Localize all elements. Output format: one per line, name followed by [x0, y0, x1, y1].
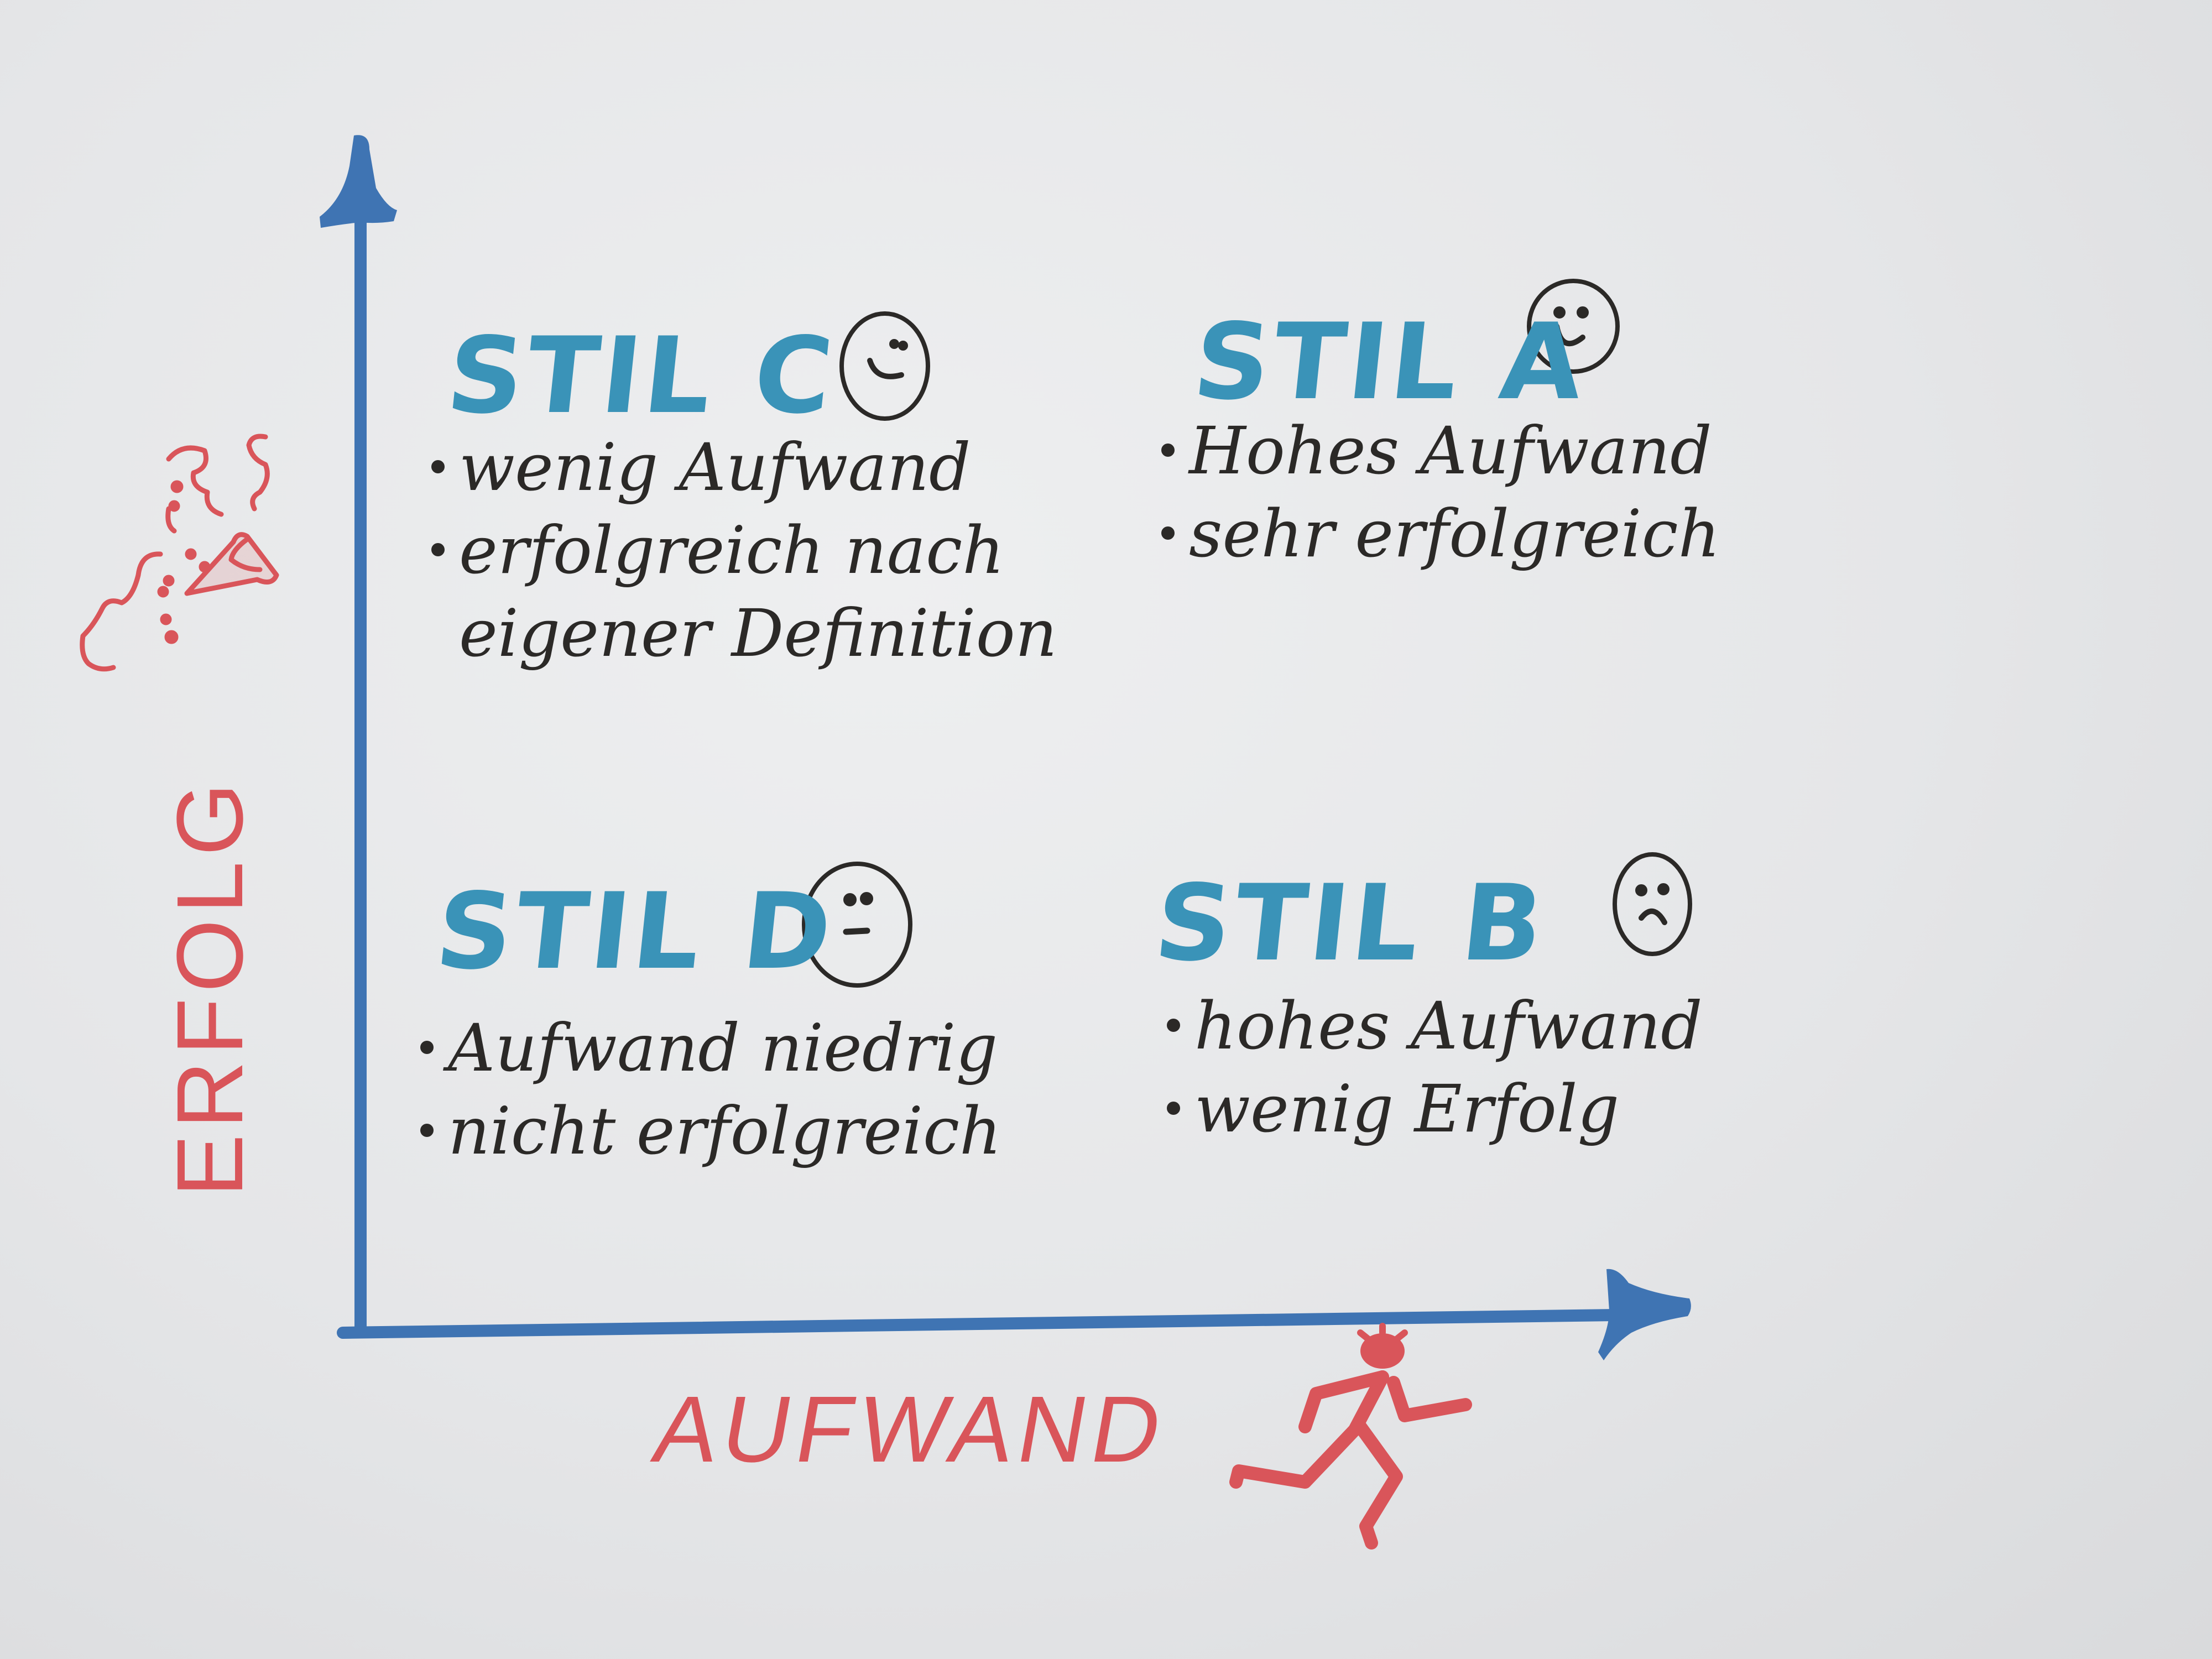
party-popper-icon [80, 434, 279, 672]
bullet-list: wenig Aufwand erfolgreich nach eigener D… [431, 426, 1057, 675]
quadrant-title: STIL C [441, 315, 842, 437]
bullet-item: Aufwand niedrig [420, 1006, 1001, 1089]
y-axis-arrowhead-icon [320, 135, 397, 228]
bullet-dot-icon [431, 543, 445, 556]
bullet-item: erfolgreich nach [431, 509, 1057, 592]
bullet-dot-icon [1167, 1102, 1180, 1115]
bullet-item: nicht erfolgreich [420, 1089, 1001, 1172]
quadrant-title: STIL B [1149, 862, 1552, 984]
bullet-item: wenig Erfolg [1167, 1067, 1703, 1150]
x-axis-label: AUFWAND [646, 1377, 1175, 1482]
sad-face-icon [1613, 852, 1692, 956]
quadrant-title: STIL D [430, 870, 841, 993]
y-axis-label: ERFOLG [158, 777, 263, 1197]
bullet-item: wenig Aufwand [431, 426, 1057, 509]
bullet-item: sehr erfolgreich [1161, 492, 1720, 575]
bullet-item: Hohes Aufwand [1161, 409, 1720, 492]
x-axis [337, 1269, 1691, 1360]
running-person-icon [1229, 1323, 1472, 1550]
smirk-face-icon [839, 311, 930, 421]
bullet-list: Hohes Aufwand sehr erfolgreich [1161, 409, 1720, 575]
bullet-item: hohes Aufwand [1167, 984, 1703, 1067]
neutral-face-icon [802, 862, 912, 988]
smiley-face-icon [1527, 279, 1620, 374]
bullet-dot-icon [1167, 1019, 1180, 1032]
x-axis-arrowhead-icon [1598, 1269, 1691, 1360]
bullet-dot-icon [431, 460, 445, 473]
bullet-list: hohes Aufwand wenig Erfolg [1167, 984, 1703, 1150]
bullet-dot-icon [1161, 444, 1175, 457]
bullet-dot-icon [420, 1041, 434, 1054]
bullet-dot-icon [420, 1124, 434, 1137]
bullet-continuation: eigener Definition [459, 595, 1057, 671]
bullet-dot-icon [1161, 526, 1175, 540]
y-axis [320, 135, 397, 1336]
bullet-list: Aufwand niedrig nicht erfolgreich [420, 1006, 1001, 1172]
quadrant-title: STIL A [1188, 301, 1593, 423]
